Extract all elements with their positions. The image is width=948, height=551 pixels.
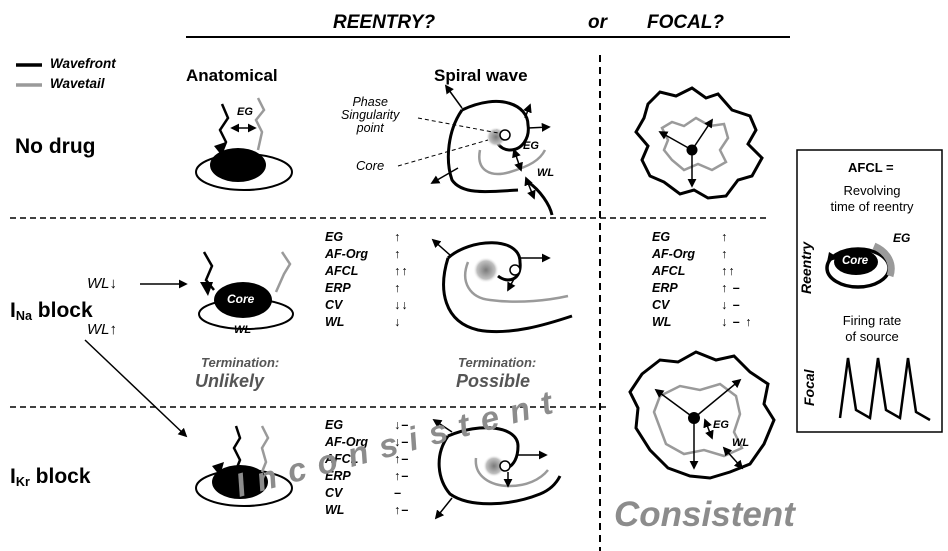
eg-label-spiral: EG <box>523 141 539 152</box>
param-name: CV <box>325 298 368 312</box>
afcl-reentry-label: Reentry <box>799 242 813 294</box>
param-value: ↑↑ <box>721 264 752 278</box>
param-value: ↑– <box>394 469 409 483</box>
anatomical-ina <box>199 252 293 329</box>
termination-label-spiral: Termination: <box>458 356 536 369</box>
param-value: ↑– <box>394 503 409 517</box>
param-name: CV <box>325 486 368 500</box>
core-callout-label: Core <box>356 159 384 172</box>
wl-up-label: WL↑ <box>87 322 117 337</box>
param-value: ↑ <box>721 230 752 244</box>
termination-unlikely: Unlikely <box>195 372 264 390</box>
param-value: ↑ <box>394 247 409 261</box>
row-ina-block: INa block <box>10 300 93 323</box>
row-ikr-block: IKr block <box>10 466 91 489</box>
spiral-ina <box>433 240 572 332</box>
param-name: EG <box>325 418 368 432</box>
wl-down-label: WL↓ <box>87 276 117 291</box>
param-value: ↑ <box>394 230 409 244</box>
param-name: CV <box>652 298 695 312</box>
wl-label-ina: WL <box>234 325 251 336</box>
param-name: ERP <box>325 281 368 295</box>
param-name: WL <box>325 503 368 517</box>
param-value: ↓ – ↑ <box>721 315 752 329</box>
param-name: EG <box>652 230 695 244</box>
reentry-title: REENTRY? <box>333 13 435 32</box>
focal-ina <box>630 352 774 478</box>
param-value: ↓ – <box>721 298 752 312</box>
param-value: ↓ <box>394 315 409 329</box>
legend-wavetail: Wavetail <box>50 77 105 91</box>
termination-possible: Possible <box>456 372 530 390</box>
wl-label-focal: WL <box>732 438 749 449</box>
termination-label-anatomical: Termination: <box>201 356 279 369</box>
param-name: WL <box>325 315 368 329</box>
param-value: ↑ <box>394 281 409 295</box>
focal-nodrug <box>636 88 762 198</box>
ina-reentry-table: EG ↑ AF-Org ↑ AFCL ↑↑ ERP ↑ CV ↓↓ WL ↓ <box>325 230 409 329</box>
afcl-eg-label: EG <box>893 232 910 244</box>
afcl-core-label: Core <box>842 256 868 268</box>
param-value: ↓↓ <box>394 298 409 312</box>
param-value: ↑ <box>721 247 752 261</box>
param-value: ↑ – <box>721 281 752 295</box>
param-value: ↑↑ <box>394 264 409 278</box>
param-name: WL <box>652 315 695 329</box>
core-label-ina: Core <box>227 293 254 305</box>
wl-label-spiral: WL <box>537 168 554 179</box>
focal-title: FOCAL? <box>647 13 724 32</box>
eg-label-anatomical: EG <box>237 107 253 118</box>
param-value: – <box>394 486 409 500</box>
row-no-drug: No drug <box>15 136 95 157</box>
column-spiral-wave: Spiral wave <box>434 67 528 84</box>
eg-label-focal: EG <box>713 420 729 431</box>
ina-focal-table: EG ↑ AF-Org ↑ AFCL ↑↑ ERP ↑ – CV ↓ – WL ↓ – ↑ <box>652 230 752 329</box>
afcl-focal-label: Focal <box>802 369 816 406</box>
consistent-overlay: Consistent <box>614 497 795 532</box>
param-name: AF-Org <box>652 247 695 261</box>
param-name: AFCL <box>325 264 368 278</box>
param-name: AF-Org <box>325 247 368 261</box>
legend-wavefront: Wavefront <box>50 57 116 71</box>
param-name: AFCL <box>652 264 695 278</box>
afcl-title: AFCL = <box>848 161 894 174</box>
or-title: or <box>588 13 607 32</box>
column-anatomical: Anatomical <box>186 67 278 84</box>
wl-up-arrow <box>85 340 186 436</box>
param-name: ERP <box>652 281 695 295</box>
param-name: EG <box>325 230 368 244</box>
